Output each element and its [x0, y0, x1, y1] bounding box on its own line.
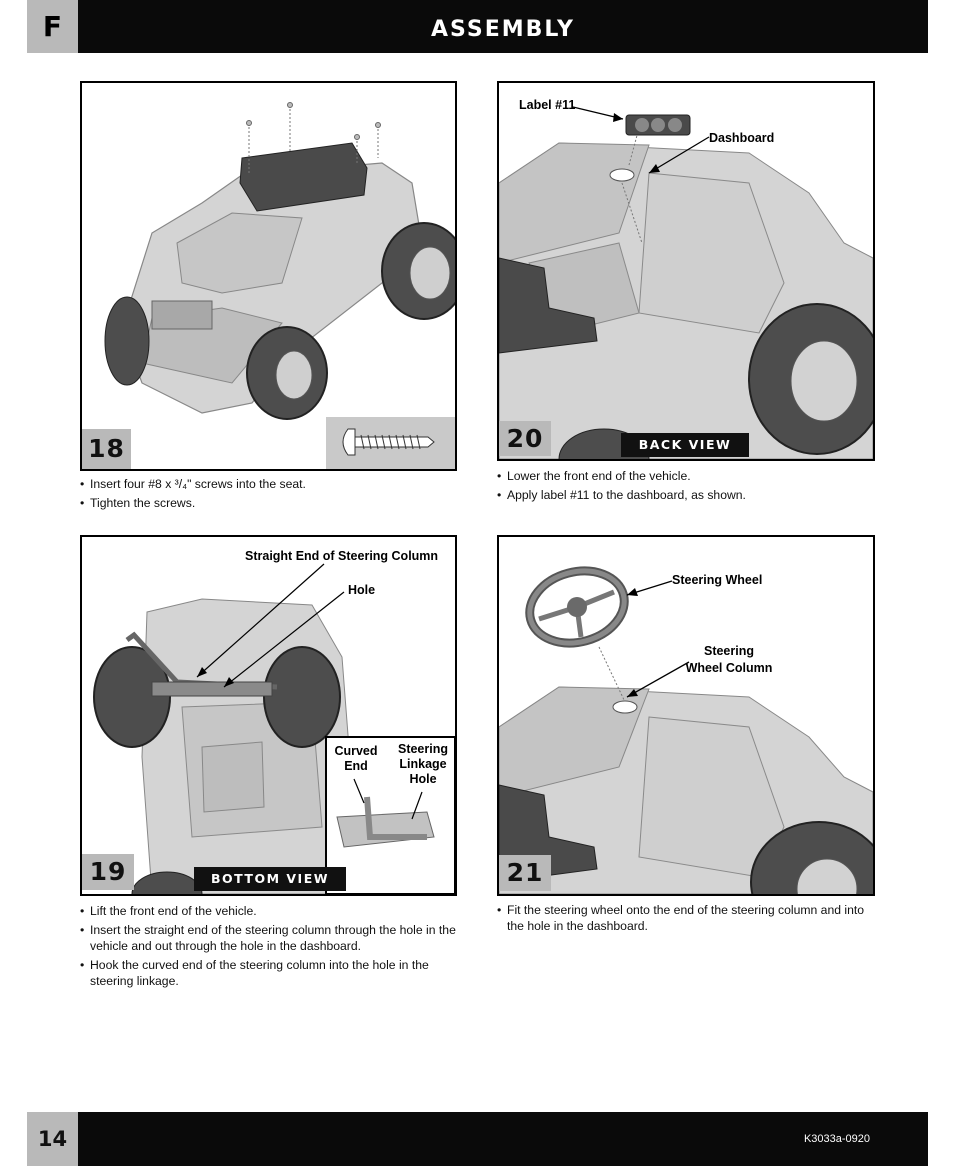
- step-19-instructions: Lift the front end of the vehicle. Inser…: [80, 903, 460, 992]
- step-20-panel: Label #11 Dashboard 20 BACK VIEW: [497, 81, 875, 461]
- page-number: 14: [27, 1112, 78, 1166]
- step-20-illustration: [499, 83, 873, 459]
- step-18-illustration: [82, 83, 455, 469]
- step-19-illustration: [82, 537, 455, 894]
- callout-line: Steering: [397, 742, 448, 756]
- callout-line: End: [344, 759, 368, 773]
- instruction-item: Insert four #8 x ³/₄" screws into the se…: [80, 476, 460, 492]
- step-20-instructions: Lower the front end of the vehicle. Appl…: [497, 468, 877, 506]
- steering-wheel-column-callout: Steering Wheel Column: [684, 644, 774, 676]
- steering-linkage-hole-callout: Steering Linkage Hole: [395, 742, 451, 787]
- instruction-item: Hook the curved end of the steering colu…: [80, 957, 460, 989]
- step-18-panel: 18: [80, 81, 457, 471]
- section-tab: F: [27, 0, 78, 53]
- page-title: ASSEMBLY: [431, 17, 575, 42]
- header-bar: [27, 0, 928, 53]
- instruction-item: Insert the straight end of the steering …: [80, 922, 460, 954]
- footer-bar: [27, 1112, 928, 1166]
- callout-line: Curved: [334, 744, 378, 758]
- step-21-illustration: [499, 537, 873, 894]
- screw-icon: [354, 434, 435, 450]
- hole-callout: Hole: [348, 583, 376, 597]
- step-19-panel: Straight End of Steering Column Hole Cur…: [80, 535, 457, 896]
- step-number: 18: [82, 429, 131, 469]
- callout-line: Steering: [703, 644, 754, 658]
- step-18-instructions: Insert four #8 x ³/₄" screws into the se…: [80, 476, 460, 514]
- instruction-item: Apply label #11 to the dashboard, as sho…: [497, 487, 877, 503]
- step-number: 21: [499, 855, 551, 891]
- label-11-callout: Label #11: [519, 98, 576, 112]
- step-21-instructions: Fit the steering wheel onto the end of t…: [497, 902, 877, 937]
- steering-wheel-callout: Steering Wheel: [672, 573, 763, 587]
- instruction-item: Lower the front end of the vehicle.: [497, 468, 877, 484]
- view-label: BACK VIEW: [621, 433, 749, 457]
- step-number: 20: [499, 421, 551, 456]
- callout-line: Wheel Column: [685, 661, 773, 675]
- step-number: 19: [82, 854, 134, 890]
- instruction-item: Tighten the screws.: [80, 495, 460, 511]
- instruction-item: Fit the steering wheel onto the end of t…: [497, 902, 877, 934]
- straight-end-callout: Straight End of Steering Column: [245, 549, 439, 563]
- step-21-panel: Steering Wheel Steering Wheel Column 21: [497, 535, 875, 896]
- view-label: BOTTOM VIEW: [194, 867, 346, 891]
- dashboard-callout: Dashboard: [709, 131, 775, 145]
- instruction-item: Lift the front end of the vehicle.: [80, 903, 460, 919]
- document-code: K3033a-0920: [803, 1133, 870, 1145]
- steering-wheel-icon: [525, 566, 629, 648]
- callout-line: Linkage: [399, 757, 447, 771]
- callout-line: Hole: [409, 772, 437, 786]
- curved-end-callout: Curved End: [334, 744, 378, 774]
